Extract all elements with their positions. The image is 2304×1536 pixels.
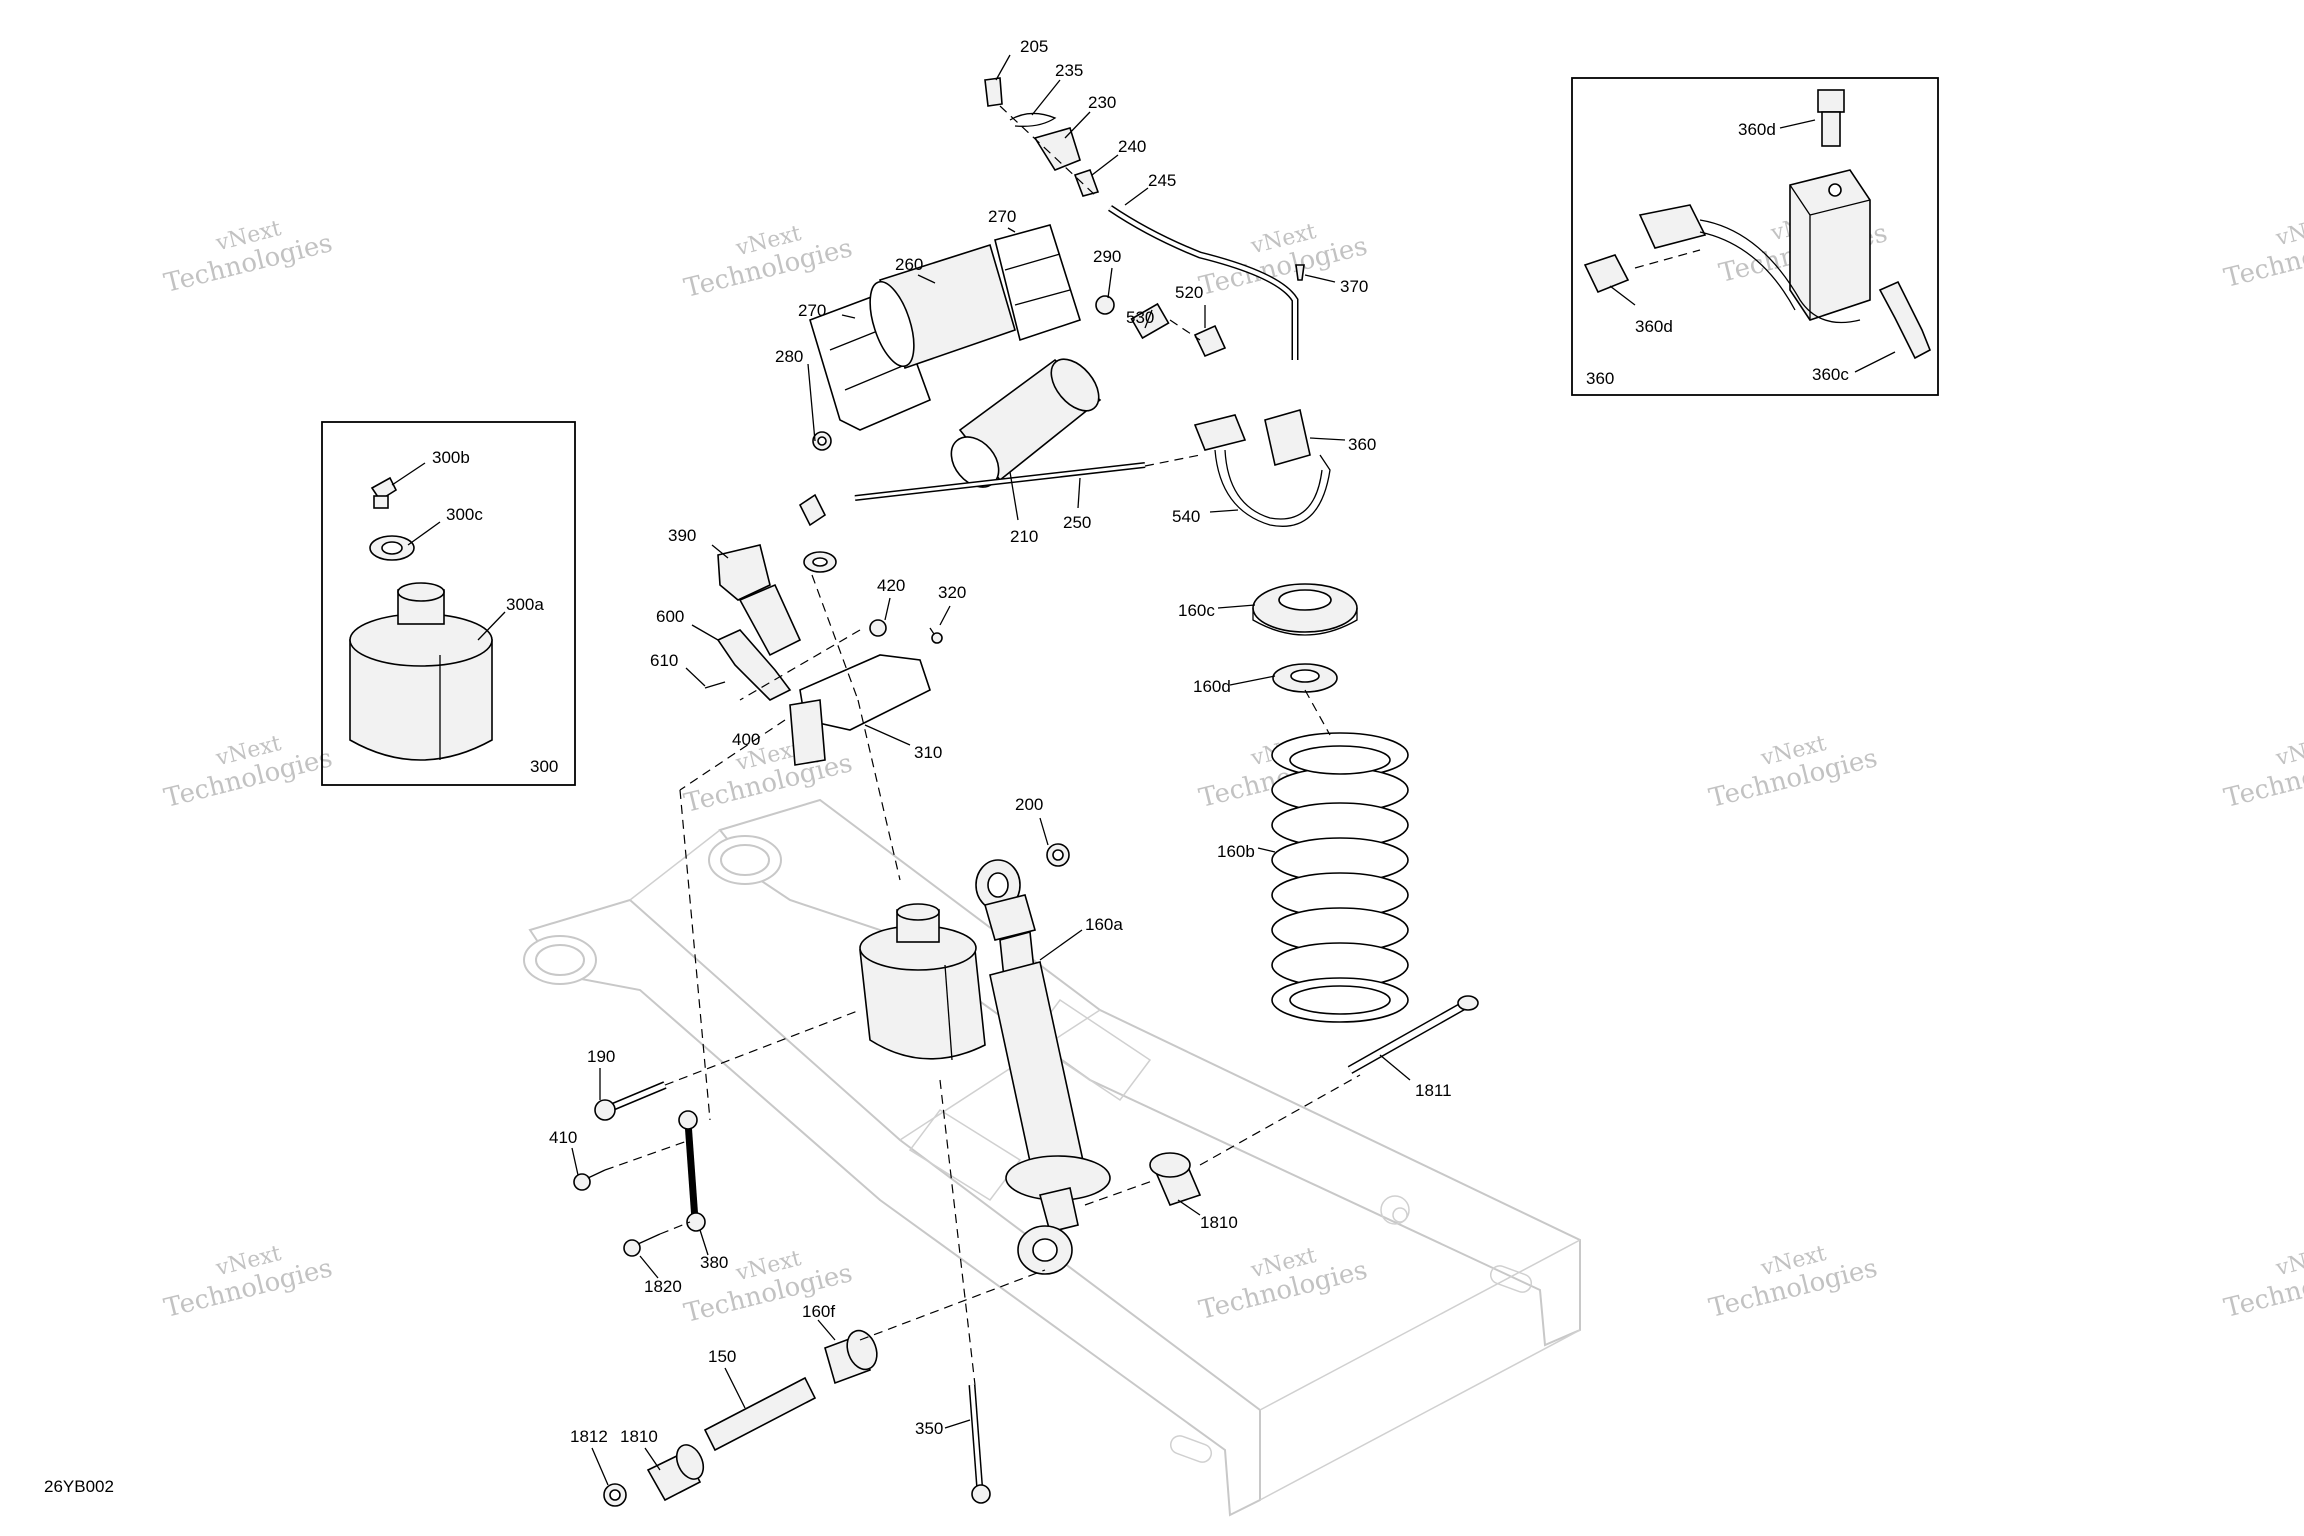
- compressor-assembly: 270 260 290 520 270 530 280 360 210 250 …: [775, 207, 1376, 546]
- shock-absorber-160a[interactable]: [975, 859, 1111, 1275]
- elbow-fitting-300b-body: [373, 495, 389, 509]
- bottom-fasteners: 160f 150 1810 1812 350: [570, 1079, 1046, 1507]
- sensor-390-arm: [738, 583, 802, 657]
- callout-1811: 1811: [1415, 1081, 1452, 1100]
- nut-420[interactable]: [869, 619, 887, 637]
- callout-360: 360: [1348, 435, 1376, 454]
- callout-1820: 1820: [644, 1277, 682, 1296]
- callout-205: 205: [1020, 37, 1048, 56]
- callout-210: 210: [1010, 527, 1038, 546]
- fitting-360d-top-body: [1821, 111, 1841, 147]
- callout-540: 540: [1172, 507, 1200, 526]
- air-spring-300[interactable]: [859, 903, 986, 1061]
- callout-190: 190: [587, 1047, 615, 1066]
- callout-530: 530: [1126, 308, 1154, 327]
- sensor-390[interactable]: [717, 544, 771, 601]
- callout-160d: 160d: [1193, 677, 1231, 696]
- fitting-360d-left[interactable]: [1583, 254, 1630, 294]
- callout-300a: 300a: [506, 595, 544, 614]
- callout-270-left: 270: [798, 301, 826, 320]
- fitting-360d-top[interactable]: [1817, 89, 1845, 113]
- harness-540[interactable]: [1214, 449, 1331, 527]
- left-fasteners: 190 410 380 1820: [549, 1009, 861, 1296]
- callout-300c: 300c: [446, 505, 483, 524]
- fitting-360c[interactable]: [1878, 280, 1932, 360]
- nut-290[interactable]: [1095, 295, 1115, 315]
- link-rod-380[interactable]: [684, 1121, 699, 1221]
- air-spring-body: [859, 949, 986, 1060]
- callout-290: 290: [1093, 247, 1121, 266]
- callout-245: 245: [1148, 171, 1176, 190]
- callout-250: 250: [1063, 513, 1091, 532]
- callout-410: 410: [549, 1128, 577, 1147]
- bushing-1810-right[interactable]: [1149, 1152, 1202, 1206]
- callout-390: 390: [668, 526, 696, 545]
- valve-360[interactable]: [1264, 408, 1311, 467]
- inset-360-frame: [1571, 77, 1939, 396]
- fitting-240[interactable]: [1073, 168, 1100, 197]
- inset-300: 300b 300c 300a 300: [321, 421, 576, 786]
- elbow-520[interactable]: [1193, 324, 1227, 358]
- pin-370[interactable]: [1295, 264, 1305, 281]
- bolt-1820[interactable]: [623, 1239, 641, 1257]
- coupler-530[interactable]: [1130, 302, 1170, 340]
- callout-280: 280: [775, 347, 803, 366]
- diagram-code: 26YB002: [44, 1477, 114, 1496]
- callout-600: 600: [656, 607, 684, 626]
- bolt-410[interactable]: [573, 1173, 591, 1191]
- callout-360d-left: 360d: [1635, 317, 1673, 336]
- callout-520: 520: [1175, 283, 1203, 302]
- coil-spring-160b[interactable]: [1271, 732, 1409, 1023]
- callout-160b: 160b: [1217, 842, 1255, 861]
- callout-150: 150: [708, 1347, 736, 1366]
- callout-420: 420: [877, 576, 905, 595]
- callout-350: 350: [915, 1419, 943, 1438]
- callout-400: 400: [732, 730, 760, 749]
- nut-300c-hole: [381, 541, 403, 555]
- callout-160c: 160c: [1178, 601, 1215, 620]
- fitting-205[interactable]: [984, 77, 1003, 107]
- callout-270-right: 270: [988, 207, 1016, 226]
- electrical-connector[interactable]: [1638, 204, 1707, 249]
- callout-360d-top: 360d: [1738, 120, 1776, 139]
- callout-380: 380: [700, 1253, 728, 1272]
- callout-200: 200: [1015, 795, 1043, 814]
- callout-1810-right: 1810: [1200, 1213, 1238, 1232]
- coil-spring-assembly: 160c 160d 160b: [1178, 583, 1409, 1023]
- valve-360-connector: [1193, 414, 1247, 451]
- link-600[interactable]: [716, 629, 792, 701]
- callout-310: 310: [914, 743, 942, 762]
- watermark-layer: vNext Technologies vNext Technologies vN…: [161, 206, 2304, 1329]
- mounting-brackets: 390 420 320 600 610 400 310: [650, 526, 966, 1121]
- clip-235[interactable]: [1009, 112, 1057, 127]
- callout-1812: 1812: [570, 1427, 608, 1446]
- inset-360: 360d 360d 360c 360: [1571, 77, 1939, 396]
- callout-260: 260: [895, 255, 923, 274]
- callout-160a: 160a: [1085, 915, 1123, 934]
- elbow-fitting-250[interactable]: [798, 493, 827, 527]
- callout-300b: 300b: [432, 448, 470, 467]
- callout-240: 240: [1118, 137, 1146, 156]
- sleeve-150[interactable]: [703, 1376, 817, 1452]
- inset-300-frame: [321, 421, 576, 786]
- bolt-1811[interactable]: [1347, 995, 1479, 1074]
- callout-235: 235: [1055, 61, 1083, 80]
- air-hose-assembly: 205 235 230 240 245 370: [984, 37, 1368, 360]
- callout-230: 230: [1088, 93, 1116, 112]
- callout-360c: 360c: [1812, 365, 1849, 384]
- callout-1810-bottom: 1810: [620, 1427, 658, 1446]
- inset-300-label: 300: [530, 757, 558, 776]
- callout-610: 610: [650, 651, 678, 670]
- air-canister-300a-stem-top: [397, 582, 445, 602]
- boot-230[interactable]: [1033, 127, 1081, 171]
- air-canister-300a[interactable]: [349, 639, 493, 761]
- bracket-400[interactable]: [789, 699, 826, 766]
- callout-320: 320: [938, 583, 966, 602]
- screw-610[interactable]: [704, 681, 726, 689]
- callout-370: 370: [1340, 277, 1368, 296]
- inset-360-label: 360: [1586, 369, 1614, 388]
- callout-160f: 160f: [802, 1302, 835, 1321]
